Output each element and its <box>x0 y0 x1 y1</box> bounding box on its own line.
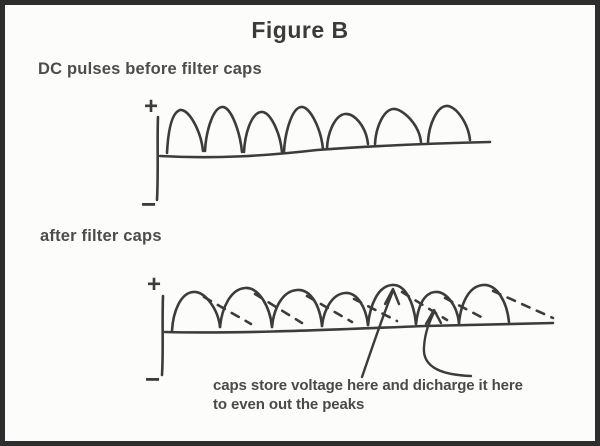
discharge-dash <box>443 296 487 321</box>
pulse-path <box>426 104 472 144</box>
pulse-path <box>282 105 325 154</box>
discharge-dash-lines <box>202 289 555 326</box>
plus-sign-before: + <box>144 93 159 120</box>
discharge-dash <box>491 289 555 320</box>
arrow-discharge <box>422 308 473 378</box>
discharge-dash <box>352 297 399 323</box>
pulse-path <box>270 288 324 329</box>
discharge-dash <box>400 290 449 322</box>
label-after-filter: after filter caps <box>40 227 162 245</box>
figure-title: Figure B <box>251 17 349 43</box>
pulse-path <box>165 108 205 155</box>
annotation-caption: caps store voltage here and dicharge it … <box>213 376 523 414</box>
pulses-before <box>165 104 472 155</box>
discharge-dash <box>253 292 304 325</box>
after-waveform-drawing <box>160 283 555 379</box>
plus-sign-after: + <box>147 271 162 298</box>
before-waveform-drawing <box>155 104 492 202</box>
label-before-filter: DC pulses before filter caps <box>38 60 262 78</box>
discharge-dash <box>202 295 253 326</box>
axis-after <box>160 294 165 377</box>
pulse-path <box>203 105 244 154</box>
pulse-path <box>320 291 370 328</box>
minus-sign-before: − <box>141 189 157 219</box>
pulse-path <box>325 112 370 150</box>
pulse-path <box>414 290 461 326</box>
caption-line-1: caps store voltage here and dicharge it … <box>213 377 523 394</box>
baseline-before <box>158 140 492 159</box>
pulse-path <box>373 107 423 146</box>
pulse-path <box>242 110 284 154</box>
pulse-path <box>218 286 274 329</box>
minus-sign-after: − <box>145 364 161 394</box>
caption-line-2: to even out the peaks <box>213 396 365 413</box>
baseline-after <box>163 321 555 334</box>
axis-before <box>155 115 160 202</box>
arrow-store-voltage <box>360 287 401 379</box>
discharge-dash <box>305 294 354 324</box>
pulse-path <box>457 283 511 325</box>
pulse-path <box>170 290 222 333</box>
